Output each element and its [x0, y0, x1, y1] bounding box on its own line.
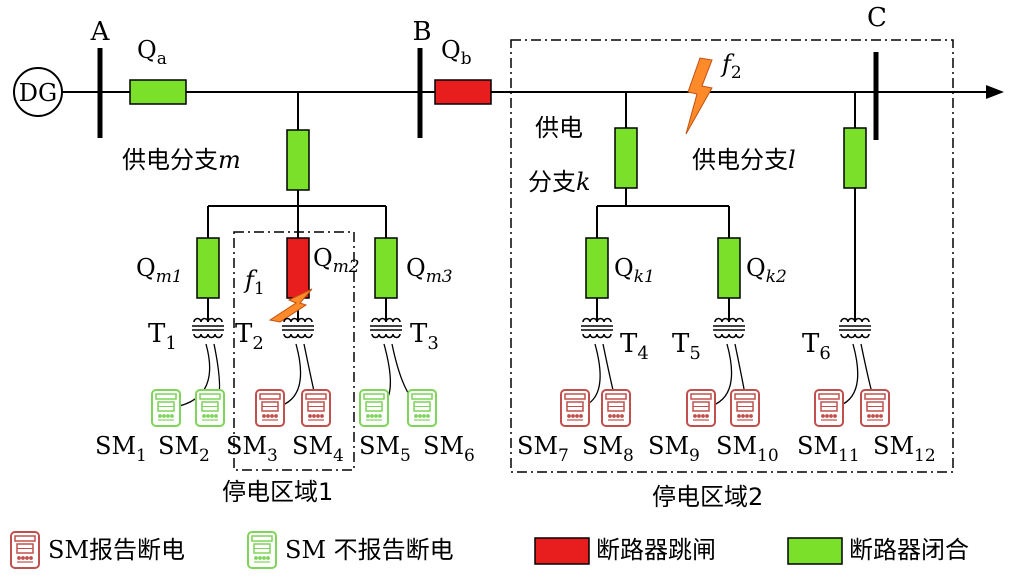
dg-source-circle: [13, 67, 63, 117]
legend-meter-report-icon: [10, 531, 40, 569]
smart-meter-5-icon: [359, 389, 389, 427]
smart-meter-12-icon: [860, 389, 890, 427]
dg-label: DG: [19, 79, 57, 107]
fault-f2-label: f2: [720, 50, 742, 83]
legend: SM报告断电 SM 不报告断电 断路器跳闸 断路器闭合: [10, 531, 969, 569]
transformer-t1-coil-icon: [192, 317, 224, 339]
legend-meter-noreport-icon: [247, 531, 277, 569]
transformer-t2-coil-icon: [282, 317, 314, 339]
bus-b-label: B: [412, 17, 431, 47]
legend-tripped-swatch: [534, 537, 590, 565]
branch-k-breaker: [614, 127, 638, 189]
transformer-t3-label: T3: [410, 319, 439, 354]
branch-m-label: 供电分支m: [122, 146, 241, 174]
smart-meter-3-icon: [255, 389, 285, 427]
branch-k-label-line1: 供电: [535, 114, 583, 142]
legend-closed-label: 断路器闭合: [849, 536, 969, 564]
bus-a-label: A: [90, 17, 111, 47]
breaker-qk1: [585, 237, 609, 299]
transformer-t5-label: T5: [672, 329, 701, 364]
outage-area-1-box: [233, 231, 355, 471]
breaker-qm2-label: Qm2: [313, 244, 360, 277]
smart-meter-7-icon: [560, 389, 590, 427]
breaker-qm1: [196, 237, 220, 299]
breaker-qa: [129, 79, 187, 105]
breaker-qk1-label: Qk1: [614, 254, 655, 287]
smart-meter-1-label: SM1: [95, 432, 147, 466]
branch-m-breaker: [286, 129, 310, 191]
legend-closed-swatch: [787, 537, 843, 565]
smart-meter-4-label: SM4: [292, 432, 344, 466]
smart-meter-1-icon: [151, 389, 181, 427]
outage-area-1-label: 停电区域1: [222, 478, 333, 506]
smart-meter-9-label: SM9: [648, 432, 700, 466]
smart-meter-8-icon: [601, 389, 631, 427]
smart-meter-2-icon: [195, 389, 225, 427]
fault-f1-label: f1: [243, 266, 265, 299]
legend-noreport-label: SM 不报告断电: [285, 536, 454, 564]
breaker-qm1-label: Qm1: [136, 254, 183, 287]
smart-meter-5-label: SM5: [359, 432, 411, 466]
bus-c-label: C: [867, 3, 887, 33]
smart-meter-12-label: SM12: [873, 432, 936, 466]
smart-meter-6-icon: [407, 389, 437, 427]
branch-l-breaker: [843, 127, 867, 189]
breaker-qa-label: Qa: [137, 36, 167, 69]
transformer-t1-label: T1: [148, 319, 177, 354]
smart-meter-10-icon: [730, 389, 760, 427]
legend-tripped-label: 断路器跳闸: [596, 536, 716, 564]
branch-k-label-line2: 分支k: [528, 168, 591, 196]
smart-meter-4-icon: [301, 389, 331, 427]
smart-meter-9-icon: [686, 389, 716, 427]
breaker-qm2: [286, 237, 310, 299]
breaker-qk2: [717, 237, 741, 299]
transformer-t5-coil-icon: [713, 317, 745, 339]
transformer-t2-label: T2: [235, 319, 264, 354]
outage-area-2-label: 停电区域2: [652, 483, 763, 511]
smart-meter-11-label: SM11: [797, 432, 860, 466]
smart-meter-7-label: SM7: [517, 432, 569, 466]
transformer-t4-coil-icon: [581, 317, 613, 339]
breaker-qk2-label: Qk2: [746, 254, 787, 287]
feeder-arrow-icon: [986, 85, 1004, 99]
transformer-t3-coil-icon: [370, 317, 402, 339]
branch-l-label: 供电分支l: [692, 146, 796, 174]
transformer-t4-label: T4: [620, 329, 649, 364]
smart-meter-2-label: SM2: [158, 432, 210, 466]
smart-meter-3-label: SM3: [226, 432, 278, 466]
breaker-qb-label: Qb: [441, 36, 472, 69]
breaker-qb: [434, 79, 492, 105]
smart-meter-11-icon: [814, 389, 844, 427]
smart-meter-8-label: SM8: [582, 432, 634, 466]
transformer-t6-coil-icon: [839, 317, 871, 339]
fault-f2-lightning-icon: [685, 57, 713, 135]
smart-meter-6-label: SM6: [423, 432, 475, 466]
outage-area-2-box: [510, 39, 954, 473]
breaker-qm3: [374, 237, 398, 299]
smart-meter-10-label: SM10: [716, 432, 779, 466]
legend-report-label: SM报告断电: [48, 536, 185, 564]
breaker-qm3-label: Qm3: [406, 254, 453, 287]
transformer-t6-label: T6: [802, 329, 831, 364]
